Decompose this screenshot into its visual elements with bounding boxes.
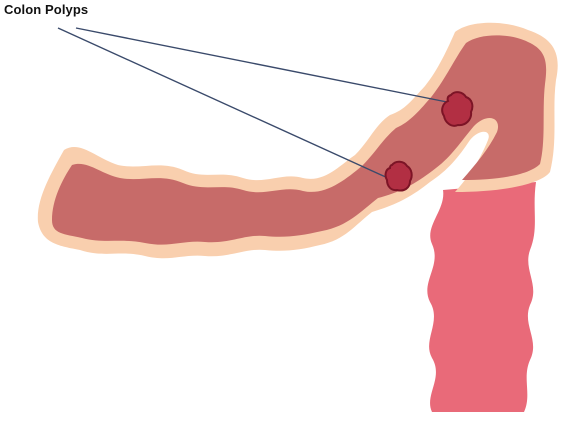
polyps-label: Colon Polyps	[4, 2, 88, 17]
rectum-segment	[427, 182, 536, 412]
polyp-lower	[386, 162, 412, 191]
pointer-line-lower	[58, 28, 401, 184]
pointer-line-upper	[76, 28, 452, 103]
